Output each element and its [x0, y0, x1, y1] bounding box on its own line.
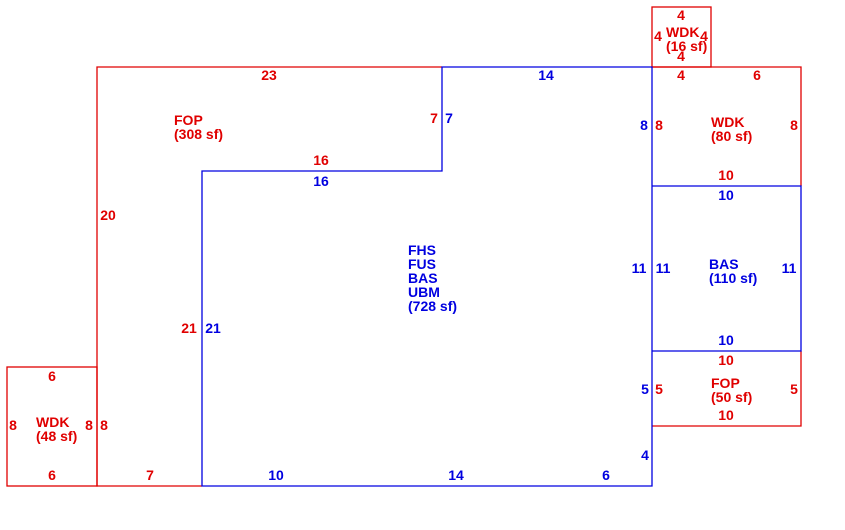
dim-main-right-lower: 5	[641, 381, 649, 397]
fop-large-area: (308 sf)	[174, 126, 223, 142]
main-code-4: UBM	[408, 284, 440, 300]
dim-fop-small-bottom: 10	[718, 407, 734, 423]
dim-wdk-right-bottom: 10	[718, 167, 734, 183]
dim-main-top: 14	[538, 67, 554, 83]
main-code-1: FHS	[408, 242, 436, 258]
dim-wdk-right-right: 8	[790, 117, 798, 133]
dim-wdk-left-top: 6	[48, 368, 56, 384]
dim-wdk-top-left: 4	[654, 28, 662, 44]
bas-right-area: (110 sf)	[709, 270, 757, 286]
dim-fop-inner-bottom: 16	[313, 152, 329, 168]
dim-fop-bottom: 7	[146, 467, 154, 483]
dim-main-right-mid: 11	[632, 260, 647, 276]
dim-bas-top: 10	[718, 187, 734, 203]
dim-main-right-bottom: 4	[641, 447, 649, 463]
dim-main-step-top: 16	[313, 173, 329, 189]
wdk-top-area: (16 sf)	[666, 38, 707, 54]
fop-small-outline	[652, 351, 802, 427]
living-outlines	[201, 66, 802, 487]
dim-main-bottom-b: 14	[448, 467, 464, 483]
dim-main-bottom-a: 10	[268, 467, 284, 483]
wdk-top-code: WDK	[666, 24, 699, 40]
dim-main-right-mid-b: 11	[656, 260, 671, 276]
main-code-2: FUS	[408, 256, 436, 272]
dim-main-step-right: 7	[445, 110, 453, 126]
dim-wdk-top-right: 4	[700, 28, 708, 44]
dim-main-right-upper: 8	[640, 117, 648, 133]
dim-fop-small-left: 5	[655, 381, 663, 397]
fop-small-code: FOP	[711, 375, 740, 391]
dim-bas-right: 11	[782, 260, 797, 276]
main-house-outline	[201, 66, 653, 487]
dim-main-bottom-c: 6	[602, 467, 610, 483]
dim-wdk-top-top: 4	[677, 7, 685, 23]
dim-wdk-left-right: 8	[85, 417, 93, 433]
wdk-left-area: (48 sf)	[36, 428, 77, 444]
dim-fop-lower-left: 21	[181, 320, 197, 336]
dim-wdk-right-top-a: 4	[677, 67, 685, 83]
area-labels: FHS FUS BAS UBM (728 sf) FOP (308 sf) FO…	[36, 24, 757, 444]
wdk-right-area: (80 sf)	[711, 128, 752, 144]
wdk-right-code: WDK	[711, 114, 744, 130]
dim-fop-small-top: 10	[718, 352, 734, 368]
wdk-left-code: WDK	[36, 414, 69, 430]
dim-wdk-right-left: 8	[655, 117, 663, 133]
exterior-dimensions: 23 7 16 20 21 7 8 8 4 6 10 10 5 5 10 4 4…	[9, 7, 798, 483]
bas-right-code: BAS	[709, 256, 739, 272]
wdk-left-outline	[6, 366, 98, 487]
dim-fop-inner-right: 7	[430, 110, 438, 126]
main-code-3: BAS	[408, 270, 438, 286]
dim-wdk-top-bottom: 4	[677, 48, 685, 64]
fop-large-code: FOP	[174, 112, 203, 128]
fop-large-outline	[96, 66, 442, 487]
living-dimensions: 14 7 16 21 10 14 6 8 11 11 5 4 10 11 10	[205, 67, 796, 483]
dim-bas-bottom: 10	[718, 332, 734, 348]
fop-small-area: (50 sf)	[711, 389, 752, 405]
dim-wdk-left-bottom: 6	[48, 467, 56, 483]
dim-fop-left: 20	[100, 207, 116, 223]
bas-right-outline	[652, 185, 802, 352]
dim-main-left: 21	[205, 320, 221, 336]
dim-wdk-right-top-b: 6	[753, 67, 761, 83]
exterior-outlines	[6, 6, 802, 487]
dim-wdk-left-left: 8	[9, 417, 17, 433]
wdk-right-outline	[652, 66, 802, 186]
dim-fop-top: 23	[261, 67, 277, 83]
main-area: (728 sf)	[408, 298, 457, 314]
dim-wdk-left-right-b: 8	[100, 417, 108, 433]
dim-fop-small-right: 5	[790, 381, 798, 397]
